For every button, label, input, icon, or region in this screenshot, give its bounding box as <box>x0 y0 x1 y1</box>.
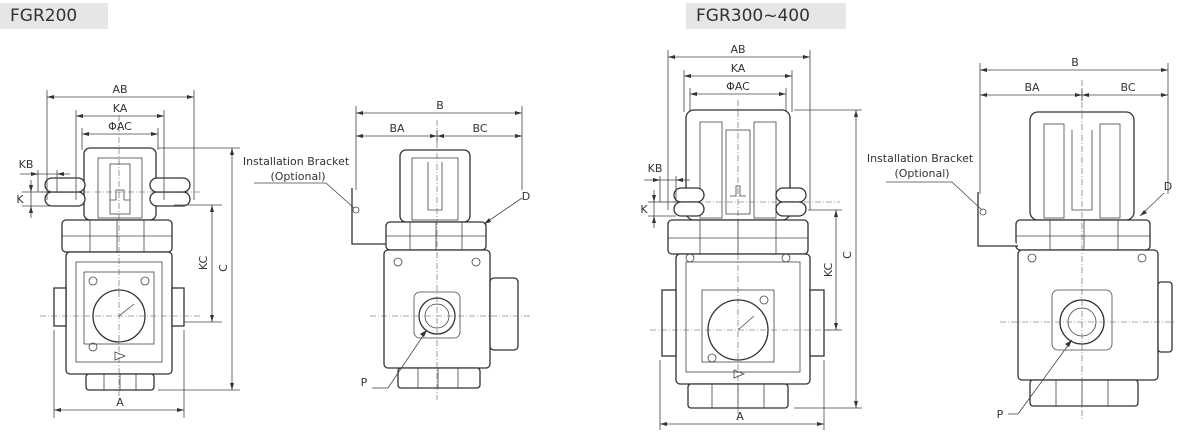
fgr300-dim-ab: AB <box>730 43 745 56</box>
fgr300-side-dim-ba: BA <box>1024 81 1040 94</box>
fgr300-dim-k: K <box>640 203 648 216</box>
fgr200-side-dims <box>254 106 523 389</box>
dim-k: K <box>16 193 24 206</box>
fgr300-dim-kb: KB <box>648 162 663 175</box>
model-title-fgr200: FGR200 <box>0 3 108 29</box>
dim-a: A <box>116 396 124 409</box>
side-dim-bc: BC <box>472 122 487 135</box>
side-dim-d: D <box>522 190 530 203</box>
fgr300-side-dims <box>886 63 1169 415</box>
fgr300-side-dim-b: B <box>1071 56 1079 69</box>
dim-oac: ΦAC <box>108 120 132 133</box>
fgr300-bracket-label-line1: Installation Bracket <box>867 152 974 165</box>
fgr300-side-dim-d: D <box>1164 180 1172 193</box>
fgr300-dim-oac: ΦAC <box>726 80 750 93</box>
dim-ab: AB <box>112 83 127 96</box>
fgr300-front-dims <box>644 50 862 430</box>
fgr300-front-view <box>650 100 840 420</box>
side-dim-p: P <box>361 376 368 389</box>
model-title-fgr300-400: FGR300~400 <box>686 3 846 29</box>
bracket-label-line2: (Optional) <box>270 170 325 183</box>
fgr300-dim-ka: KA <box>731 62 746 75</box>
dim-kb: KB <box>19 158 34 171</box>
side-dim-b: B <box>436 99 444 112</box>
fgr200-front-dims <box>20 90 240 418</box>
dim-c: C <box>217 264 230 272</box>
fgr200-side-view <box>351 120 530 400</box>
dim-kc: KC <box>197 256 210 271</box>
fgr300-bracket-label-line2: (Optional) <box>894 167 949 180</box>
fgr300-side-dim-p: P <box>997 408 1004 421</box>
dim-ka: KA <box>113 102 128 115</box>
fgr200-front-view <box>40 115 200 400</box>
fgr300-dim-a: A <box>736 410 744 423</box>
bracket-label-line1: Installation Bracket <box>243 155 350 168</box>
fgr300-dim-kc: KC <box>822 263 835 278</box>
side-dim-ba: BA <box>389 122 405 135</box>
fgr300-side-view <box>977 80 1175 420</box>
fgr300-side-dim-bc: BC <box>1120 81 1135 94</box>
fgr300-dim-c: C <box>841 251 854 259</box>
